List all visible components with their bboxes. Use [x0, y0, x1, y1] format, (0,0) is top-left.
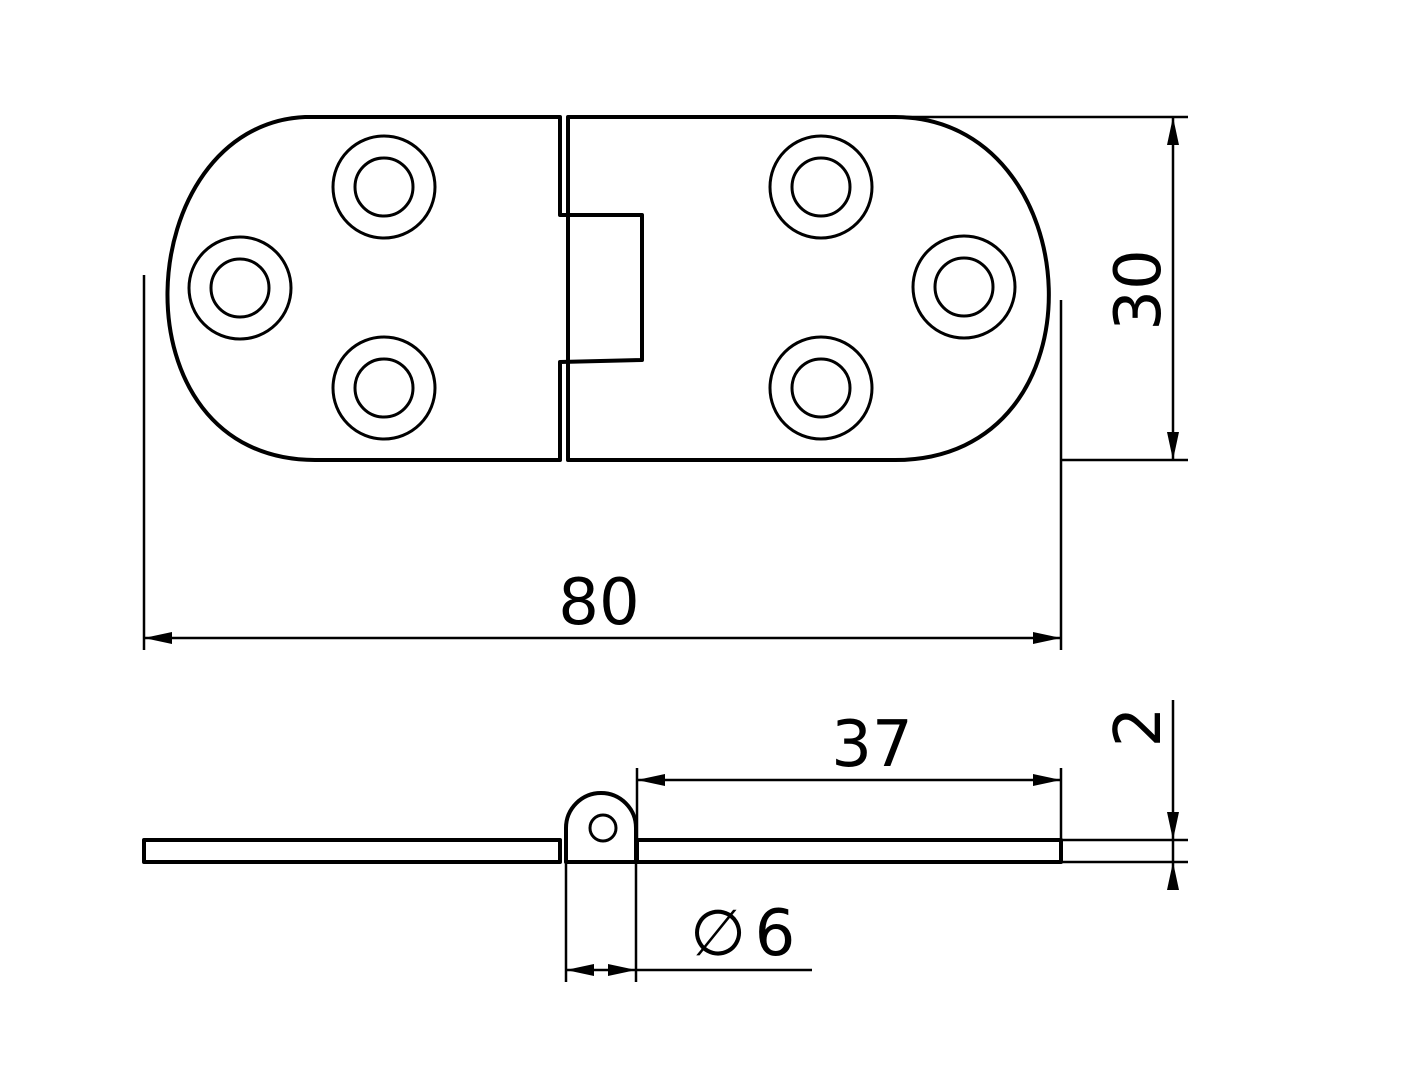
- thickness-label: 2: [1102, 707, 1176, 748]
- screw-hole: [331, 335, 437, 441]
- screw-hole: [911, 234, 1017, 340]
- screw-hole: [187, 235, 293, 341]
- right-leaf-outline: [566, 115, 1051, 462]
- width-dimension-label: 30: [1102, 249, 1176, 330]
- top-view: [165, 115, 1051, 462]
- right-leaf-profile: [635, 838, 1063, 864]
- screw-hole: [768, 134, 874, 240]
- screw-hole: [331, 134, 437, 240]
- overall-length-dimension: 80: [142, 275, 1063, 650]
- knuckle-profile: [564, 791, 638, 864]
- screw-hole: [768, 335, 874, 441]
- knuckle-diameter-label: 6: [755, 897, 796, 971]
- thickness-dimension: 2: [1061, 700, 1188, 890]
- knuckle-diameter-dimension: ∅ 6: [564, 862, 812, 982]
- side-view: [142, 791, 1063, 864]
- left-leaf-outline: [165, 115, 644, 462]
- left-leaf-profile: [142, 838, 562, 864]
- leaf-length-label: 37: [831, 708, 912, 782]
- width-dimension: 30: [895, 115, 1188, 462]
- leaf-length-dimension: 37: [635, 708, 1063, 840]
- knuckle-pin: [588, 813, 618, 843]
- overall-length-label: 80: [558, 566, 639, 640]
- diameter-symbol: ∅: [690, 897, 746, 971]
